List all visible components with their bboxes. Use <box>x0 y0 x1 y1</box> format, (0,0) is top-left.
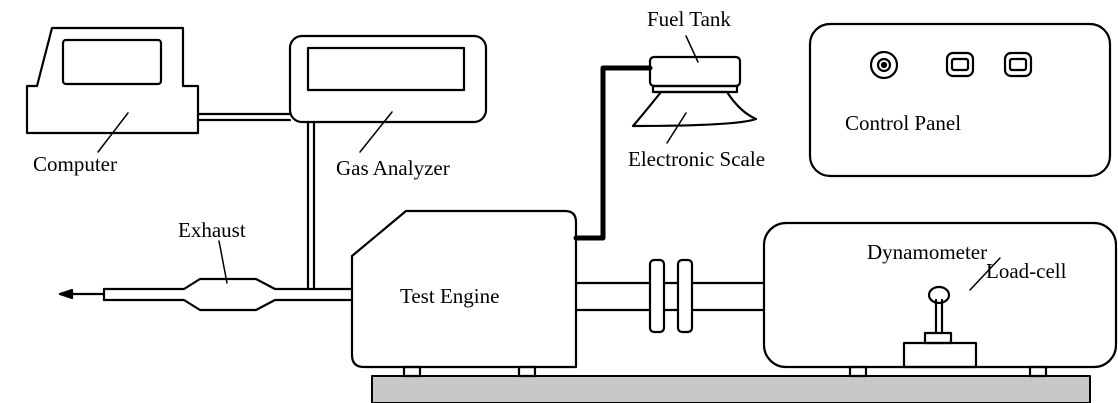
gas-analyzer <box>288 34 488 124</box>
exhaust-label: Exhaust <box>178 218 246 242</box>
test-engine <box>350 209 578 369</box>
dynamometer-label: Dynamometer <box>867 240 987 264</box>
computer-pointer <box>97 112 129 153</box>
dyno-foot-left <box>848 365 868 378</box>
exhaust-pipe <box>58 277 354 312</box>
gas-analyzer-label: Gas Analyzer <box>336 156 450 180</box>
electronic-scale <box>631 84 758 128</box>
engine-foot-right <box>517 365 537 378</box>
engine-foot-left <box>402 365 422 378</box>
shaft-coupling <box>648 258 694 334</box>
gas-analyzer-pointer <box>359 111 393 153</box>
test-engine-label: Test Engine <box>400 284 499 308</box>
fuel-tank-pointer <box>685 35 699 63</box>
fuel-tank-label: Fuel Tank <box>647 7 731 31</box>
computer-label: Computer <box>33 152 117 176</box>
base-platform <box>371 375 1091 403</box>
control-panel <box>808 22 1112 178</box>
control-panel-label: Control Panel <box>845 111 961 135</box>
load-cell-pointer <box>969 257 1001 291</box>
electronic-scale-label: Electronic Scale <box>628 147 765 171</box>
fuel-tank <box>648 55 742 88</box>
load-cell <box>902 285 978 369</box>
dyno-foot-right <box>1028 365 1048 378</box>
drive-shaft <box>574 281 766 312</box>
computer <box>25 26 200 135</box>
fuel-line <box>573 65 653 241</box>
load-cell-label: Load-cell <box>986 259 1067 283</box>
electronic-scale-pointer <box>666 112 687 144</box>
exhaust-pointer <box>218 240 228 284</box>
